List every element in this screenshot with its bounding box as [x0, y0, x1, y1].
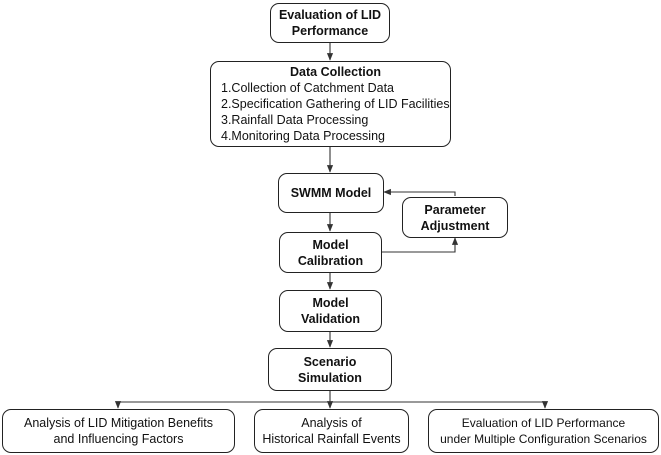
swmm-model-label: SWMM Model	[290, 186, 372, 200]
calibration-line-2: Calibration	[297, 253, 364, 268]
analysis-lid-line-2: and Influencing Factors	[53, 432, 184, 446]
evaluation-line-2: Performance	[291, 24, 369, 38]
model-calibration-box: Model Calibration	[279, 232, 382, 273]
data-collection-item-2: 2.Specification Gathering of LID Facilit…	[221, 97, 450, 111]
analysis-historical-box: Analysis of Historical Rainfall Events	[254, 409, 409, 453]
validation-line-1: Model	[312, 296, 349, 310]
parameter-adjustment-box: Parameter Adjustment	[402, 197, 508, 238]
parameter-line-2: Adjustment	[420, 218, 490, 233]
validation-line-2: Validation	[300, 312, 361, 326]
scenario-line-2: Simulation	[298, 370, 362, 385]
analysis-historical-line-1: Analysis of	[301, 416, 362, 430]
parameter-line-1: Parameter	[424, 202, 486, 217]
scenario-line-1: Scenario	[303, 354, 357, 369]
analysis-lid-box: Analysis of LID Mitigation Benefits and …	[2, 409, 235, 453]
evaluation-multi-line-2: under Multiple Configuration Scenarios	[440, 432, 647, 446]
evaluation-multi-box: Evaluation of LID Performance under Mult…	[428, 409, 659, 453]
evaluation-multi-line-1: Evaluation of LID Performance	[461, 416, 626, 430]
data-collection-item-1: 1.Collection of Catchment Data	[221, 81, 395, 95]
data-collection-title: Data Collection	[290, 65, 381, 79]
swmm-model-box: SWMM Model	[278, 173, 384, 213]
evaluation-box: Evaluation of LID Performance	[270, 3, 390, 43]
model-validation-box: Model Validation	[279, 290, 382, 332]
arrow-calibration-to-parameter	[382, 237, 459, 253]
evaluation-line-1: Evaluation of LID	[278, 8, 382, 22]
data-collection-item-3: 3.Rainfall Data Processing	[221, 113, 369, 127]
calibration-line-1: Model	[312, 237, 349, 252]
data-collection-box: Data Collection 1.Collection of Catchmen…	[210, 61, 451, 147]
data-collection-item-4: 4.Monitoring Data Processing	[221, 129, 385, 143]
analysis-historical-line-2: Historical Rainfall Events	[262, 432, 401, 446]
arrow-parameter-to-swmm	[383, 188, 456, 196]
scenario-simulation-box: Scenario Simulation	[268, 348, 392, 391]
analysis-lid-line-1: Analysis of LID Mitigation Benefits	[24, 416, 213, 430]
